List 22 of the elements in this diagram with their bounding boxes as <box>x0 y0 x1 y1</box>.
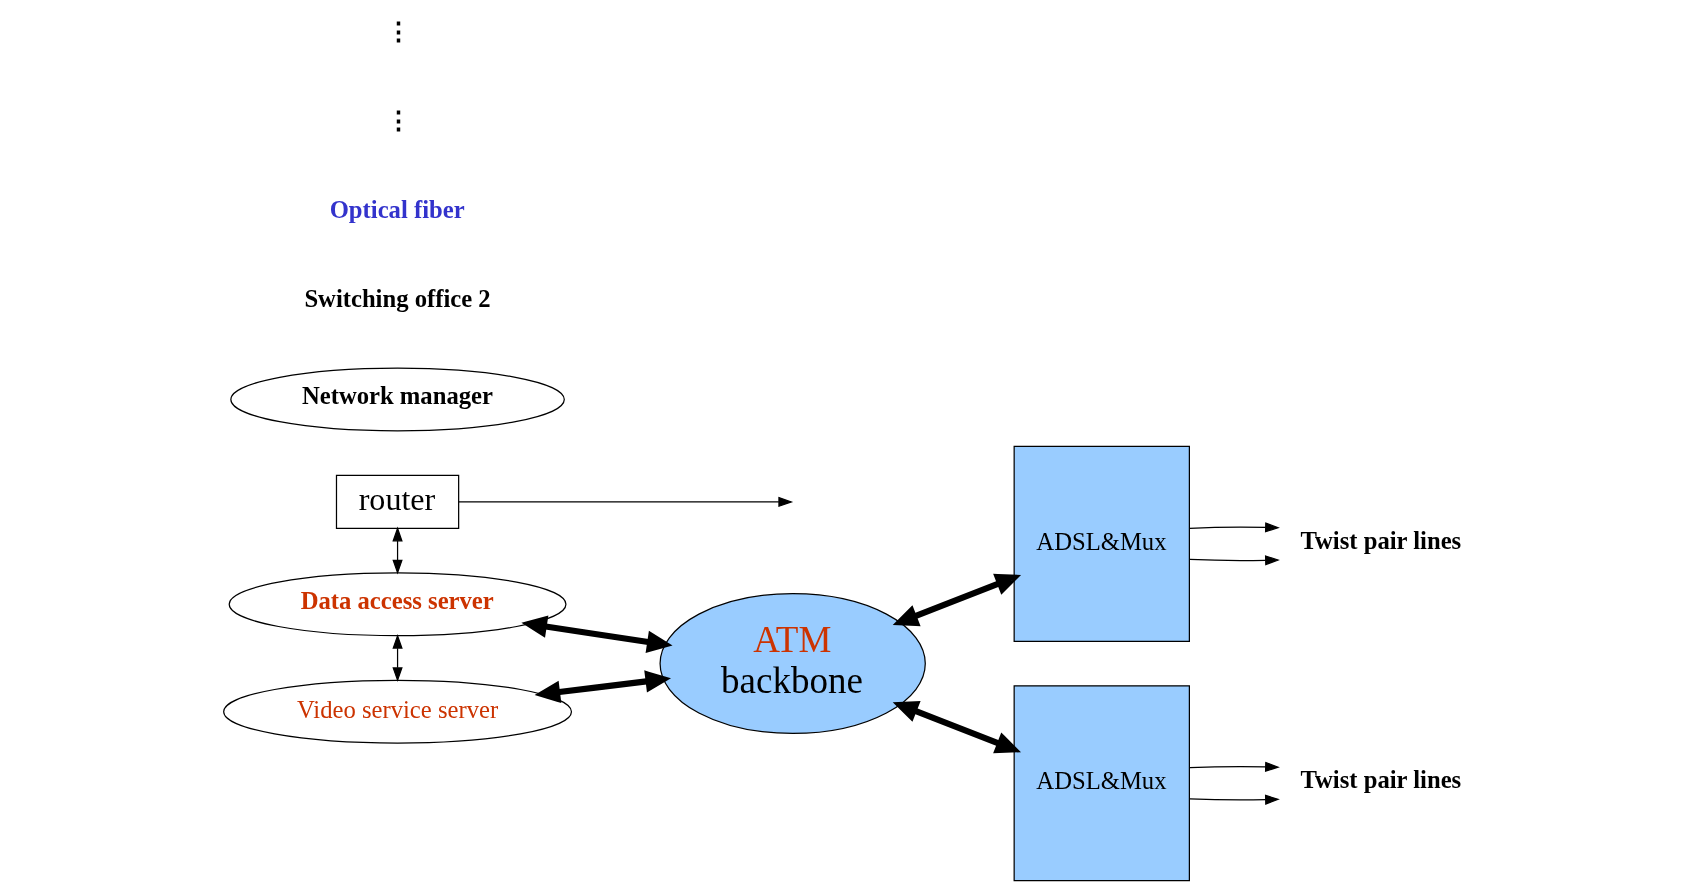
label: ⋮ <box>385 18 411 46</box>
node-ellipse: ATM backbone <box>659 593 926 735</box>
node-ellipse: Network manager <box>230 367 565 432</box>
arrow <box>1189 761 1280 772</box>
arrow <box>1189 794 1280 805</box>
arrow <box>521 615 673 653</box>
arrow <box>392 633 403 683</box>
label: ⋮ <box>385 107 411 135</box>
node-box: router <box>335 474 460 530</box>
label: Switching office 2 <box>304 284 491 312</box>
arrow <box>392 526 403 575</box>
arrow <box>534 670 671 704</box>
arrow <box>1189 522 1280 533</box>
arrow <box>1189 555 1280 566</box>
arrow <box>458 496 794 508</box>
node-box: ADSL&Mux <box>1013 685 1190 882</box>
arrow <box>892 573 1022 627</box>
node-box: ADSL&Mux <box>1013 445 1190 642</box>
node-text: Twist pair lines <box>1300 766 1462 794</box>
arrow <box>892 701 1022 754</box>
label: Optical fiber <box>329 196 465 224</box>
node-text: Twist pair lines <box>1300 526 1462 554</box>
